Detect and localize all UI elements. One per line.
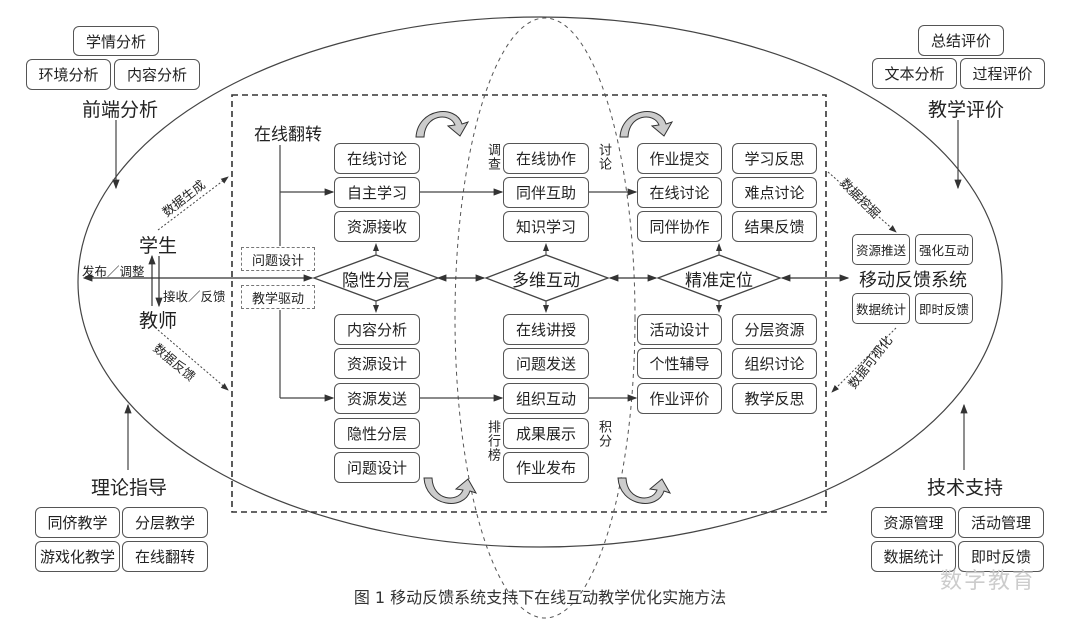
diamond-implicit-layering: 隐性分层	[342, 270, 410, 291]
col2-top-item-3: 知识学习	[503, 211, 589, 242]
col3-br-item-2: 组织讨论	[732, 348, 817, 379]
discuss-label: 讨论	[596, 143, 611, 171]
col3-bl-item-3: 作业评价	[637, 383, 722, 414]
front-end-analysis-title: 前端分析	[82, 99, 159, 121]
points-label: 积分	[596, 420, 611, 448]
mobile-item-1: 资源推送	[852, 234, 910, 265]
teaching-evaluation-title: 教学评价	[928, 99, 1005, 121]
teaching-drive-tag: 教学驱动	[241, 285, 315, 309]
col2-top-item-1: 在线协作	[503, 143, 589, 174]
theory-guidance-title: 理论指导	[91, 477, 168, 499]
col1-bottom-item-4: 隐性分层	[334, 418, 420, 449]
diamond-shape-2	[484, 254, 610, 302]
corner-tr-item-3: 过程评价	[960, 58, 1045, 89]
corner-bl-item-3: 游戏化教学	[35, 541, 120, 572]
corner-br-item-1: 资源管理	[871, 507, 956, 538]
col3-tl-item-1: 作业提交	[637, 143, 722, 174]
corner-bl-item-4: 在线翻转	[122, 541, 208, 572]
corner-tl-item-1: 学情分析	[73, 26, 159, 56]
col2-bottom-item-4: 成果展示	[503, 418, 589, 449]
question-design-tag: 问题设计	[241, 247, 315, 271]
survey-label: 调查	[485, 143, 500, 171]
mobile-item-4: 即时反馈	[915, 293, 973, 324]
diamond-precise-positioning: 精准定位	[685, 270, 753, 291]
mobile-item-3: 数据统计	[852, 293, 910, 324]
col2-bottom-item-5: 作业发布	[503, 452, 589, 483]
col2-bottom-item-2: 问题发送	[503, 348, 589, 379]
mobile-item-2: 强化互动	[915, 234, 973, 265]
col1-bottom-item-2: 资源设计	[334, 348, 420, 379]
col3-tl-item-3: 同伴协作	[637, 211, 722, 242]
curved-arrow-icon	[415, 111, 674, 504]
col1-bottom-item-3: 资源发送	[334, 383, 420, 414]
publish-adjust-label: 发布／调整	[82, 264, 145, 279]
col3-bl-item-2: 个性辅导	[637, 348, 722, 379]
col2-bottom-item-3: 组织互动	[503, 383, 589, 414]
col1-top-item-2: 自主学习	[334, 177, 420, 208]
corner-bl-item-1: 同侪教学	[35, 507, 120, 538]
corner-br-item-3: 数据统计	[871, 541, 956, 572]
center-dashed-ellipse	[454, 17, 636, 619]
corner-br-item-2: 活动管理	[958, 507, 1044, 538]
figure-caption: 图 1 移动反馈系统支持下在线互动教学优化实施方法	[353, 588, 727, 607]
student-label: 学生	[139, 235, 178, 257]
diamond-multi-interaction: 多维互动	[512, 270, 580, 291]
col3-tl-item-2: 在线讨论	[637, 177, 722, 208]
col1-top-item-3: 资源接收	[334, 211, 420, 242]
diamond-shape-3	[656, 254, 782, 302]
col3-tr-item-3: 结果反馈	[732, 211, 817, 242]
tech-support-title: 技术支持	[927, 477, 1004, 499]
corner-tr-item-2: 文本分析	[872, 58, 957, 89]
receive-feedback-label: 接收／反馈	[163, 289, 226, 304]
watermark: 数字教育	[940, 569, 1037, 594]
corner-tl-item-3: 内容分析	[114, 59, 200, 90]
col2-top-item-2: 同伴互助	[503, 177, 589, 208]
col3-tr-item-1: 学习反思	[732, 143, 817, 174]
diamond-shape-1	[312, 254, 440, 302]
col1-top-item-1: 在线讨论	[334, 143, 420, 174]
col3-br-item-3: 教学反思	[732, 383, 817, 414]
teacher-label: 教师	[139, 310, 178, 332]
mobile-feedback-system-title: 移动反馈系统	[859, 270, 967, 291]
dashed-frame	[231, 94, 827, 513]
col2-bottom-item-1: 在线讲授	[503, 314, 589, 345]
ranking-label: 排行榜	[485, 420, 500, 462]
outer-ellipse	[77, 16, 1003, 548]
col3-tr-item-2: 难点讨论	[732, 177, 817, 208]
corner-bl-item-2: 分层教学	[122, 507, 208, 538]
col1-bottom-item-1: 内容分析	[334, 314, 420, 345]
col1-bottom-item-5: 问题设计	[334, 452, 420, 483]
corner-br-item-4: 即时反馈	[958, 541, 1044, 572]
col3-bl-item-1: 活动设计	[637, 314, 722, 345]
corner-tl-item-2: 环境分析	[26, 59, 111, 90]
online-flip-title: 在线翻转	[254, 125, 322, 145]
corner-tr-item-1: 总结评价	[918, 25, 1004, 56]
col3-br-item-1: 分层资源	[732, 314, 817, 345]
